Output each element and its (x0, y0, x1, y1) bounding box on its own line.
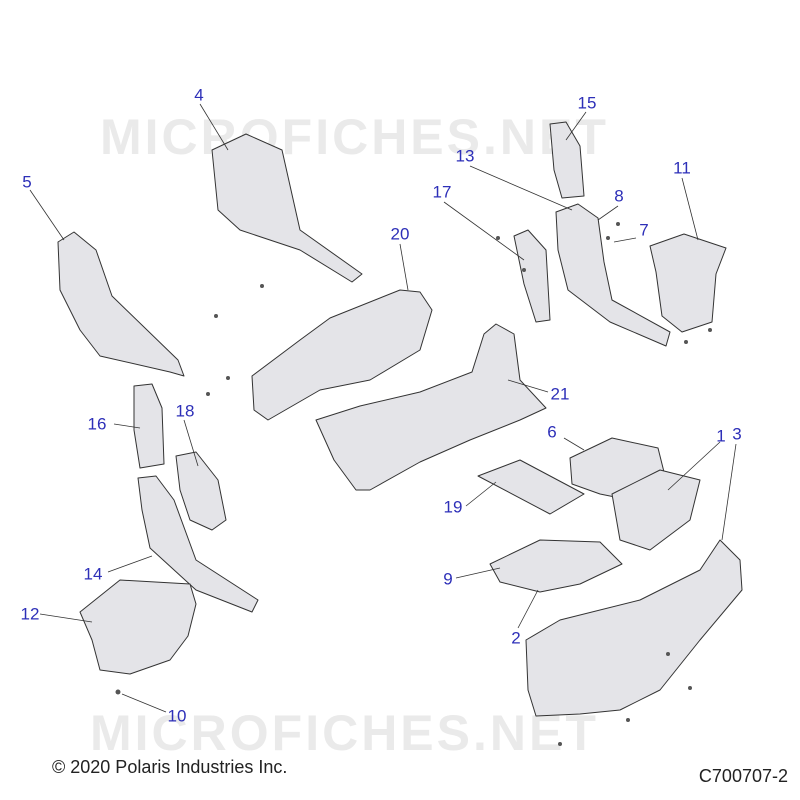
part-15 (549, 121, 585, 199)
part-21 (315, 323, 547, 491)
callout-4: 4 (194, 85, 204, 105)
part-13 (555, 203, 671, 347)
callout-9: 9 (443, 569, 453, 589)
callout-13: 13 (455, 146, 475, 166)
watermark-top: MICROFICHES.NET (100, 109, 609, 165)
callout-17: 17 (432, 182, 452, 202)
part-9 (489, 539, 623, 593)
part-18 (175, 451, 227, 531)
callout-5: 5 (22, 172, 32, 192)
callout-20: 20 (390, 224, 410, 244)
callout-16: 16 (87, 414, 107, 434)
part-19 (477, 459, 585, 515)
part-17 (513, 229, 551, 323)
callout-6: 6 (547, 422, 557, 442)
part-3 (525, 539, 743, 717)
callout-3: 3 (732, 424, 742, 444)
callout-10: 10 (167, 706, 187, 726)
part-16 (133, 383, 165, 469)
callout-8: 8 (614, 186, 624, 206)
watermark-bottom: MICROFICHES.NET (90, 705, 599, 761)
part-5 (57, 231, 185, 377)
part-20 (251, 289, 433, 421)
callout-7: 7 (639, 220, 649, 240)
callout-18: 18 (175, 401, 195, 421)
part-4 (211, 133, 363, 283)
part-1 (611, 469, 701, 551)
callout-2: 2 (511, 628, 521, 648)
callout-1: 1 (716, 426, 726, 446)
copyright-text: © 2020 Polaris Industries Inc. (52, 757, 288, 777)
callout-14: 14 (83, 564, 103, 584)
drawing-number: C700707-2 (698, 766, 788, 786)
callout-12: 12 (20, 604, 40, 624)
callout-11: 11 (673, 158, 691, 178)
callout-19: 19 (443, 497, 463, 517)
part-14 (137, 475, 259, 613)
part-11 (649, 233, 727, 333)
callout-21: 21 (550, 384, 570, 404)
callout-15: 15 (577, 93, 597, 113)
part-12 (79, 579, 197, 675)
